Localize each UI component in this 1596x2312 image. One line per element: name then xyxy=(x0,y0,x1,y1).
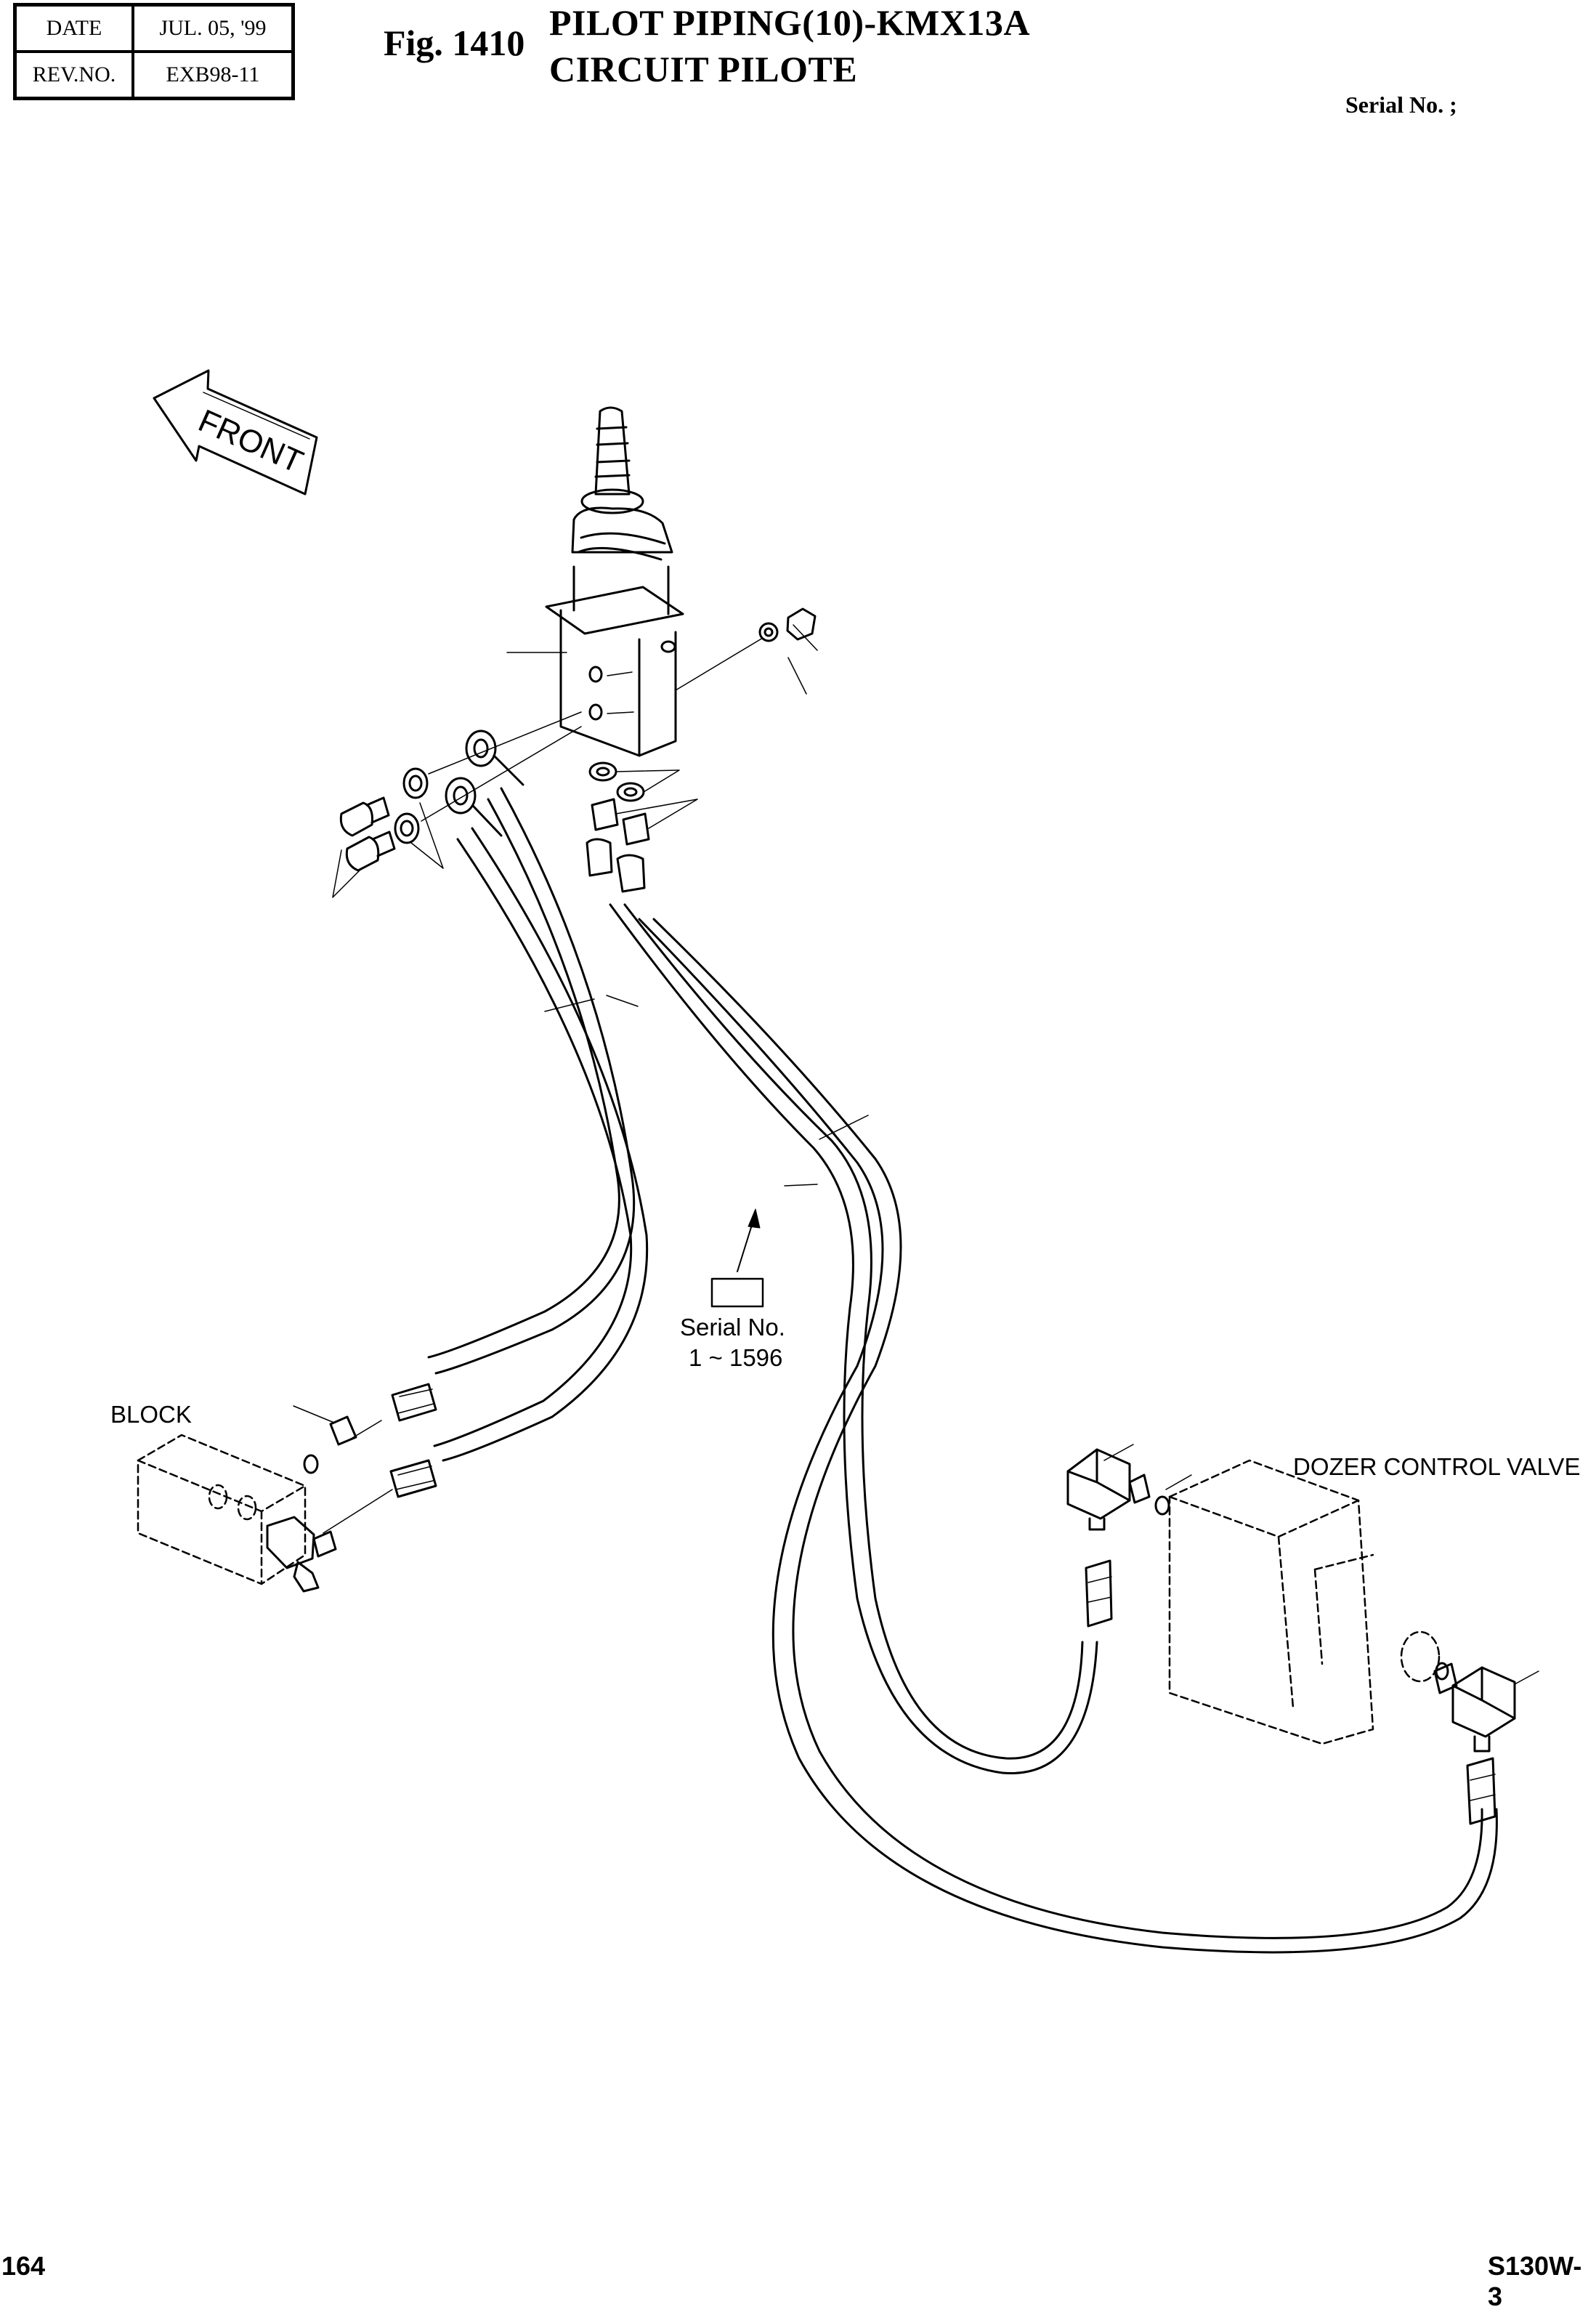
title-line-1: PILOT PIPING(10)-KMX13A xyxy=(549,2,1030,43)
revision-table: DATE JUL. 05, '99 REV.NO. EXB98-11 xyxy=(13,3,295,100)
front-arrow-icon xyxy=(153,369,318,496)
hose-d xyxy=(638,918,1498,1954)
title-line-2: CIRCUIT PILOTE xyxy=(549,49,858,89)
serial-number-label: Serial No. ; xyxy=(1345,92,1457,118)
block-part xyxy=(137,1434,307,1585)
dozer-control-valve xyxy=(1168,1459,1441,1745)
block-label: BLOCK xyxy=(110,1401,192,1428)
date-label: DATE xyxy=(46,16,102,40)
block-hose-ends xyxy=(293,1383,437,1534)
table-divider-vertical xyxy=(131,7,134,97)
page-number: 164 xyxy=(1,2251,46,2281)
dozer-control-valve-label: DOZER CONTROL VALVE xyxy=(1293,1453,1581,1480)
pilot-valve-joystick xyxy=(545,406,684,757)
block-elbow-fitting xyxy=(266,1516,337,1593)
hose-b xyxy=(433,827,649,1462)
figure-number: Fig. 1410 xyxy=(384,23,525,63)
dozer-elbow-left xyxy=(1066,1444,1192,1628)
rev-label: REV.NO. xyxy=(32,62,116,86)
serial-range-label: 1 ~ 1596 xyxy=(689,1344,783,1371)
serial-box xyxy=(710,1277,764,1308)
right-fittings xyxy=(586,761,698,893)
left-fittings xyxy=(332,711,582,898)
hose-c xyxy=(609,903,1098,1774)
dozer-elbow-right xyxy=(1433,1662,1539,1825)
valve-mount-bolt xyxy=(675,607,818,695)
serial-no-label: Serial No. xyxy=(680,1314,785,1341)
hose-a xyxy=(427,787,636,1375)
rev-value: EXB98-11 xyxy=(166,62,260,86)
table-divider-horizontal xyxy=(17,50,291,53)
model-number: S130W-3 xyxy=(1488,2251,1582,2311)
date-value: JUL. 05, '99 xyxy=(159,16,267,40)
